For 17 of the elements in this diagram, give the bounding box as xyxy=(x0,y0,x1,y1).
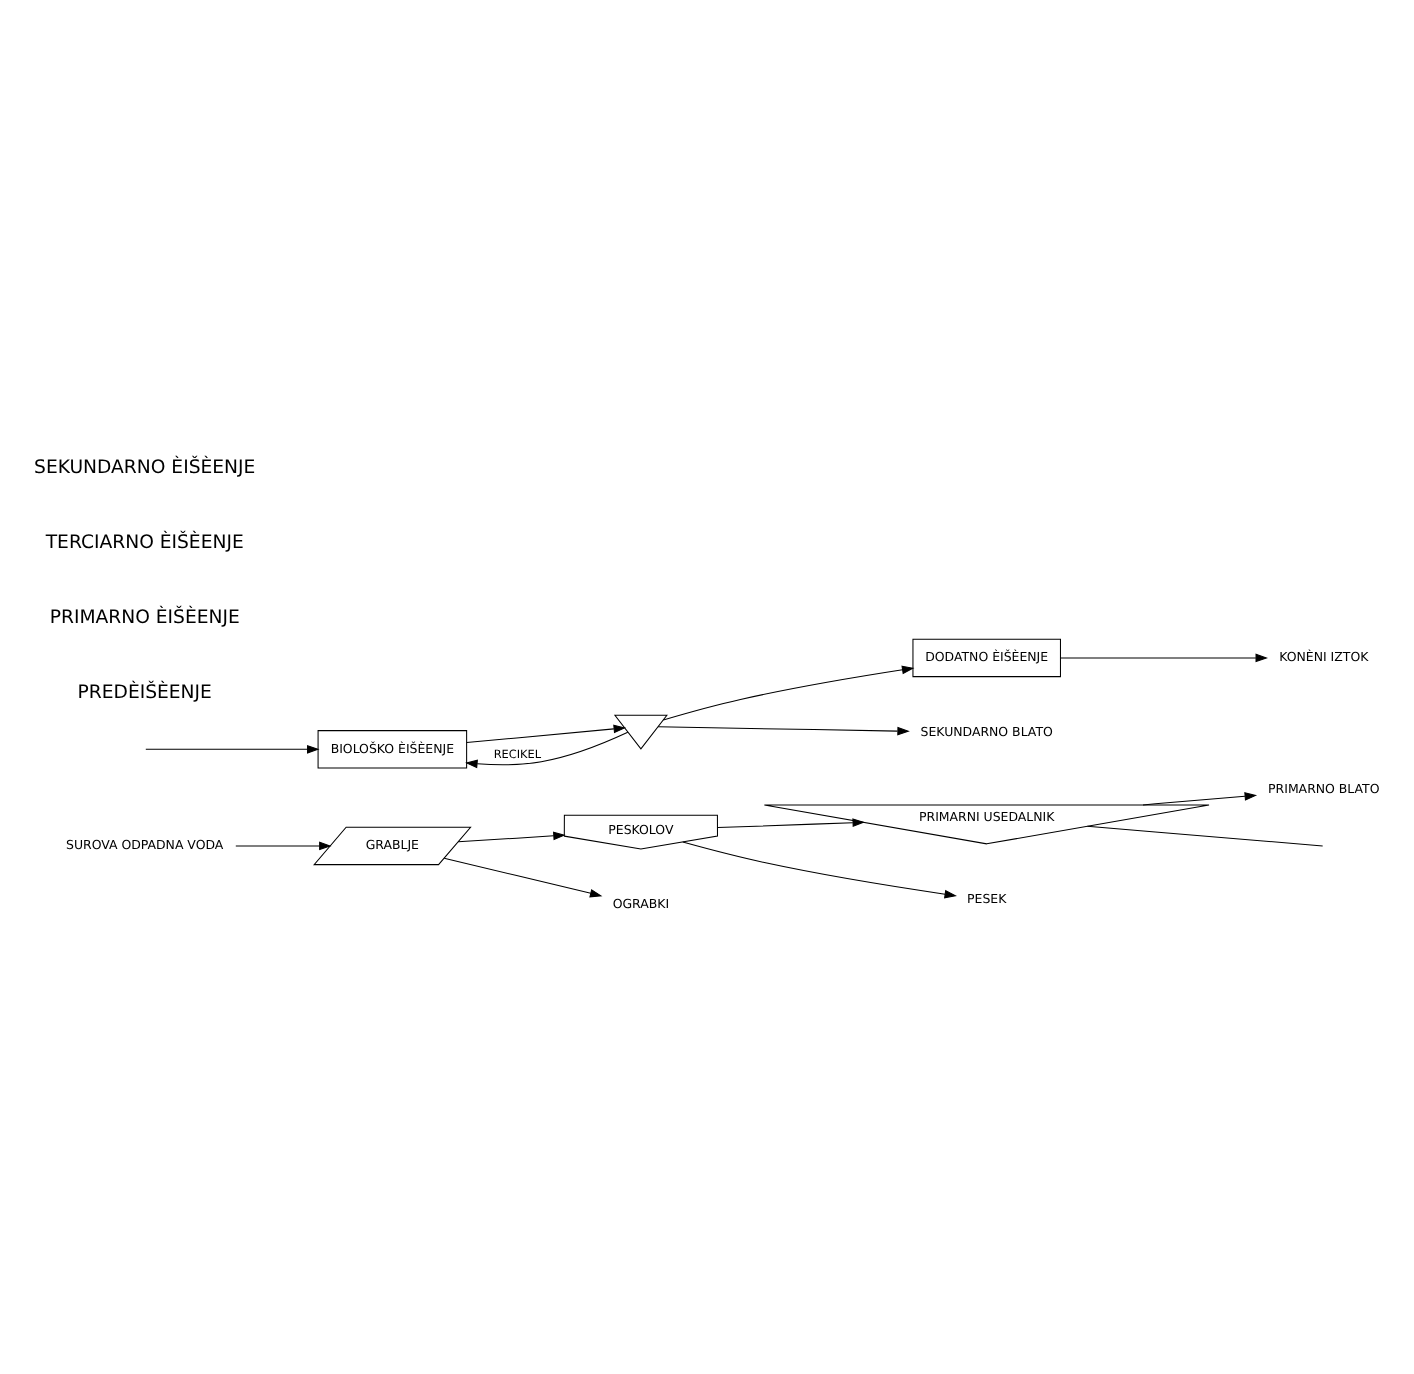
arrow xyxy=(145,744,320,754)
label: TERCIARNO ÈIŠÈENJE xyxy=(45,532,244,555)
arrow xyxy=(466,724,627,744)
label: PREDÈIŠÈENJE xyxy=(77,681,212,704)
label: PRIMARNO ÈIŠÈENJE xyxy=(49,607,240,630)
arrow xyxy=(717,818,865,829)
arrow xyxy=(1142,792,1258,806)
arrow xyxy=(682,841,957,899)
connector xyxy=(1086,825,1324,847)
arrow xyxy=(465,731,629,769)
arrow xyxy=(235,841,332,851)
arrow xyxy=(443,857,603,898)
label: SEKUNDARNO ÈIŠÈENJE xyxy=(34,457,256,480)
arrow xyxy=(457,831,566,843)
arrow xyxy=(662,665,915,721)
arrow xyxy=(1060,653,1268,663)
arrow xyxy=(657,726,910,736)
